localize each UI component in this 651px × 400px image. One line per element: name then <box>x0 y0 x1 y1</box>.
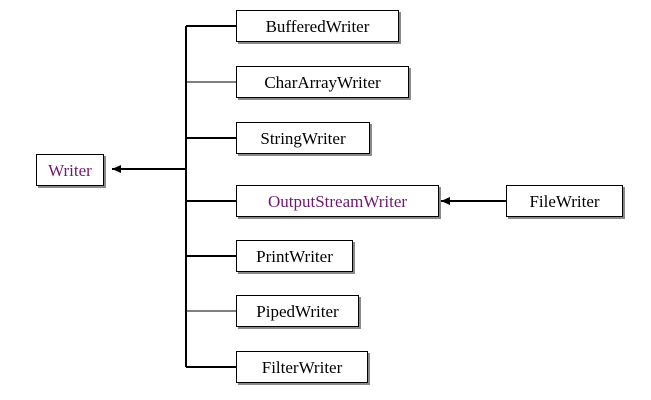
stringwriter-node: StringWriter <box>236 122 370 154</box>
filewriter-node: FileWriter <box>506 185 623 217</box>
chararraywriter-node: CharArrayWriter <box>236 66 409 98</box>
writer-node: Writer <box>36 154 104 186</box>
pipedwriter-node: PipedWriter <box>236 295 359 327</box>
bufferedwriter-node: BufferedWriter <box>236 10 399 42</box>
outputstreamwriter-node: OutputStreamWriter <box>236 185 439 217</box>
filterwriter-node: FilterWriter <box>236 351 368 383</box>
printwriter-node: PrintWriter <box>236 240 353 272</box>
